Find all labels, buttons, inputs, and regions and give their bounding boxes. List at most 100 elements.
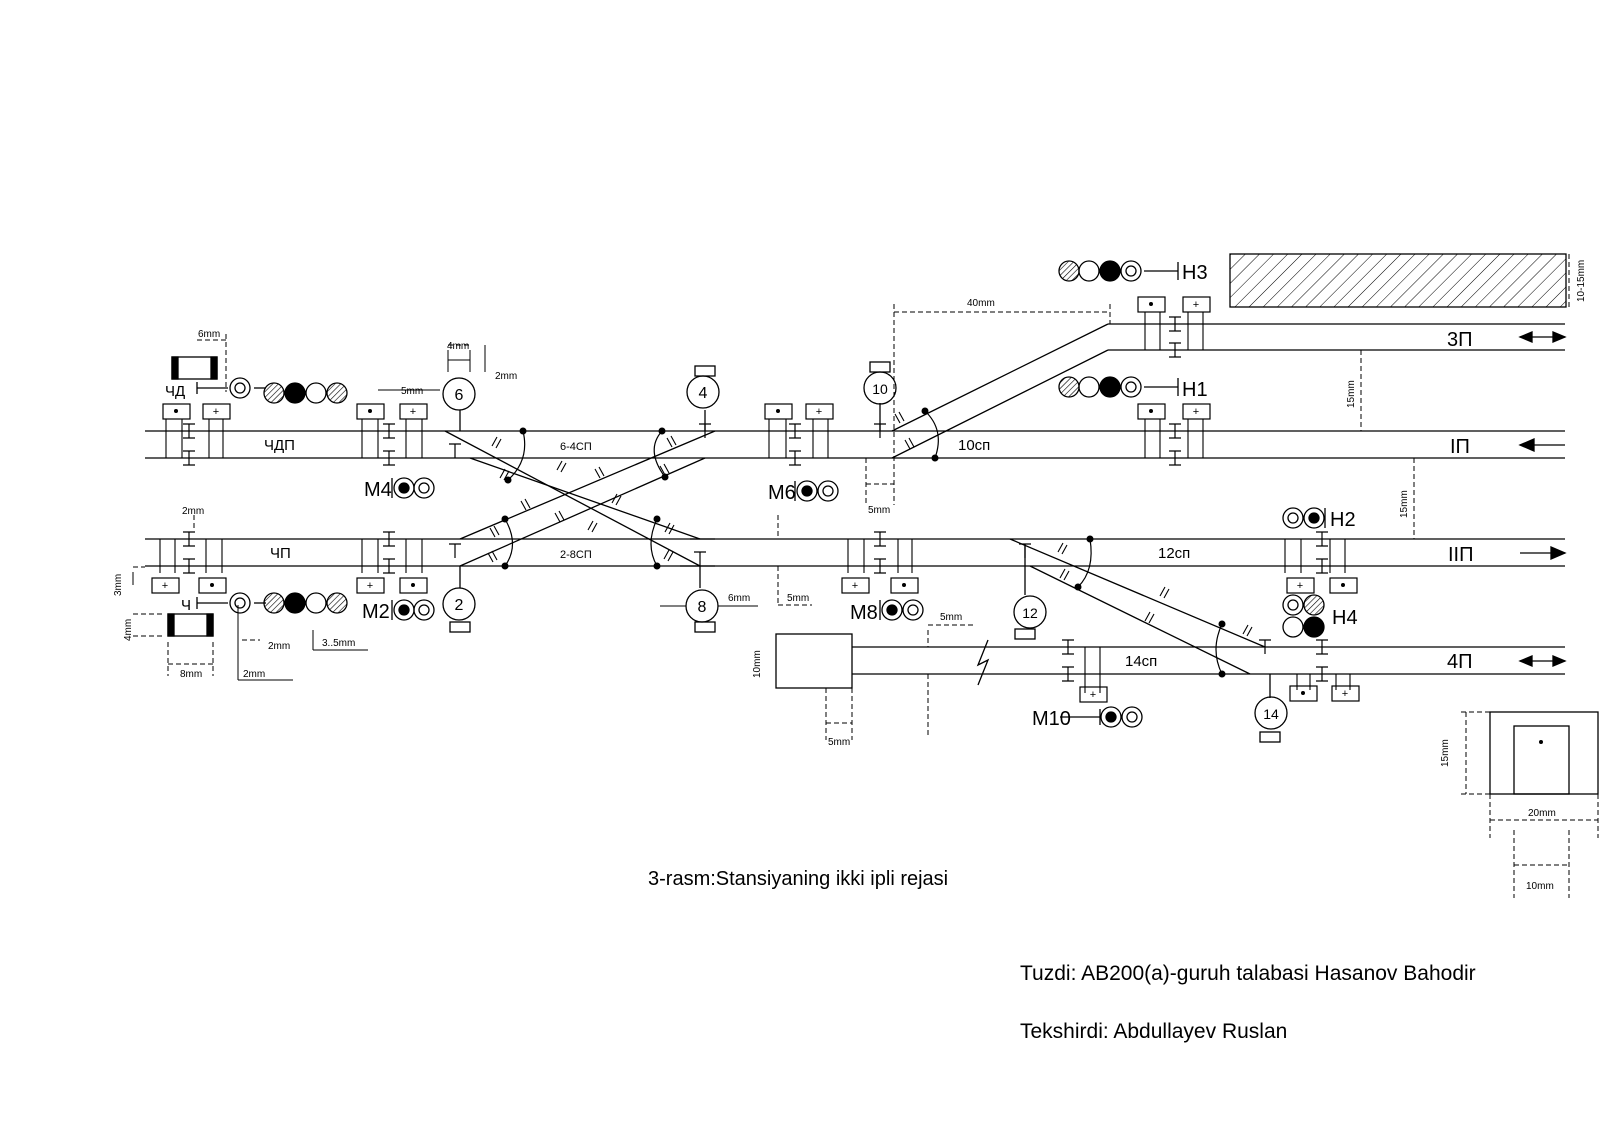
dim-3mm-left: 3mm [113, 574, 124, 596]
svg-text:+: + [1193, 299, 1199, 311]
reference-box [1489, 711, 1599, 795]
section-6-4-label: 6-4СП [560, 441, 592, 453]
dim-40mm: 40mm [967, 298, 995, 309]
svg-text:+: + [852, 580, 858, 592]
track-4-label: 4П [1447, 651, 1473, 673]
signal-chd-head [229, 377, 348, 404]
section-14-label: 14сп [1125, 653, 1157, 670]
switch-14-label: 14 [1263, 706, 1279, 722]
platform-block [1229, 253, 1567, 308]
signal-h2-label: H2 [1330, 509, 1356, 531]
dim-10mm-dead: 10mm [752, 650, 763, 678]
dead-end-track-4 [775, 633, 853, 689]
signal-m10-label: M10 [1032, 708, 1071, 730]
svg-text:+: + [213, 406, 219, 418]
signal-m4-label: M4 [364, 479, 392, 501]
relay-boxes [151, 296, 1360, 703]
signal-m2-head [391, 599, 435, 621]
svg-text:+: + [1342, 688, 1348, 700]
track-3-label: 3П [1447, 329, 1473, 351]
track-4-rails [852, 646, 1565, 675]
switch-10-label: 10 [872, 381, 888, 397]
siding-3-diverge [891, 323, 1109, 459]
signal-m6-label: M6 [768, 482, 796, 504]
dim-5mm-signal: 5mm [401, 386, 423, 397]
dim-2mm-left: 2mm [182, 506, 204, 517]
switch-12-14-rails [1009, 538, 1266, 675]
signal-h3-label: H3 [1182, 262, 1208, 284]
section-12-label: 12сп [1158, 545, 1190, 562]
track-2-label: IIП [1448, 544, 1474, 566]
dimension-lines [133, 254, 1599, 898]
dim-5mm-sw10: 5mm [868, 505, 890, 516]
track-3-rails [1108, 323, 1565, 351]
signal-chd-label: ЧД [165, 383, 185, 400]
svg-text:+: + [816, 406, 822, 418]
figure-caption: 3-rasm:Stansiyaning ikki ipli rejasi [648, 868, 949, 890]
signal-m6-head [794, 480, 839, 502]
track-circuit-leads [159, 312, 1351, 693]
dim-3-5mm: 3..5mm [322, 638, 355, 649]
dim-5mm-dead: 5mm [940, 612, 962, 623]
dim-15mm-a: 15mm [1346, 380, 1357, 408]
switch-8-label: 8 [698, 599, 707, 616]
svg-text:+: + [410, 406, 416, 418]
signal-m2-label: M2 [362, 601, 390, 623]
dim-5mm-mid: 5mm [787, 593, 809, 604]
dim-6mm-top: 6mm [198, 329, 220, 340]
switch-circles [442, 371, 1288, 730]
insulating-joints [183, 316, 1328, 682]
track-2-rails [145, 538, 1565, 567]
dim-10mm-box: 10mm [1526, 881, 1554, 892]
signal-h4-head [1282, 594, 1325, 638]
dim-10-15mm: 10-15mm [1576, 260, 1587, 302]
signal-h4-label: H4 [1332, 607, 1358, 629]
signal-m10-head [1100, 706, 1143, 728]
dim-20mm: 20mm [1528, 808, 1556, 819]
dim-8mm: 8mm [180, 669, 202, 680]
switch-stems [459, 403, 1271, 698]
dim-15mm-b: 15mm [1399, 490, 1410, 518]
signal-ch-label: Ч [181, 597, 191, 614]
signal-h1-head [1058, 376, 1142, 398]
section-10-label: 10сп [958, 437, 990, 454]
signal-h2-head [1282, 507, 1326, 529]
svg-text:+: + [367, 580, 373, 592]
section-chp-label: ЧП [270, 545, 291, 562]
entry-signal-box-chd [171, 356, 218, 380]
signal-m8-label: M8 [850, 602, 878, 624]
track-1-label: IП [1450, 436, 1470, 458]
direction-arrows [1518, 331, 1567, 667]
dim-15mm-box: 15mm [1440, 739, 1451, 767]
svg-text:+: + [162, 580, 168, 592]
dim-5mm-bottom: 5mm [828, 737, 850, 748]
section-2-8-label: 2-8СП [560, 549, 592, 561]
dim-6mm-sw8: 6mm [728, 593, 750, 604]
signal-m4-head [391, 477, 435, 499]
dim-2mm-a: 2mm [268, 641, 290, 652]
switch-2-label: 2 [455, 597, 464, 614]
dimension-solid [132, 345, 758, 681]
svg-text:+: + [1090, 689, 1096, 701]
signal-h3-head [1058, 260, 1142, 282]
credit-author: Tuzdi: AB200(a)-guruh talabasi Hasanov B… [1020, 962, 1476, 985]
dim-4mm-left: 4mm [123, 619, 134, 641]
track-1-rails [145, 430, 1565, 459]
switch-6-label: 6 [455, 387, 464, 404]
dim-4mm-top: 4mm [447, 341, 469, 352]
track-break-mark [976, 639, 990, 686]
signal-masts [196, 262, 1179, 725]
dim-2mm-top: 2mm [495, 371, 517, 382]
switch-12-label: 12 [1022, 605, 1038, 621]
svg-text:+: + [1297, 580, 1303, 592]
svg-text:+: + [1193, 406, 1199, 418]
entry-signal-box-ch [167, 613, 214, 637]
reference-box-inner [1513, 725, 1570, 795]
section-chdp-label: ЧДП [264, 437, 295, 454]
credit-checker: Tekshirdi: Abdullayev Ruslan [1020, 1020, 1288, 1043]
signal-m8-head [879, 599, 924, 621]
dim-2mm-b: 2mm [243, 669, 265, 680]
signal-ch-head [229, 592, 348, 614]
crossover-joints [487, 411, 1253, 637]
